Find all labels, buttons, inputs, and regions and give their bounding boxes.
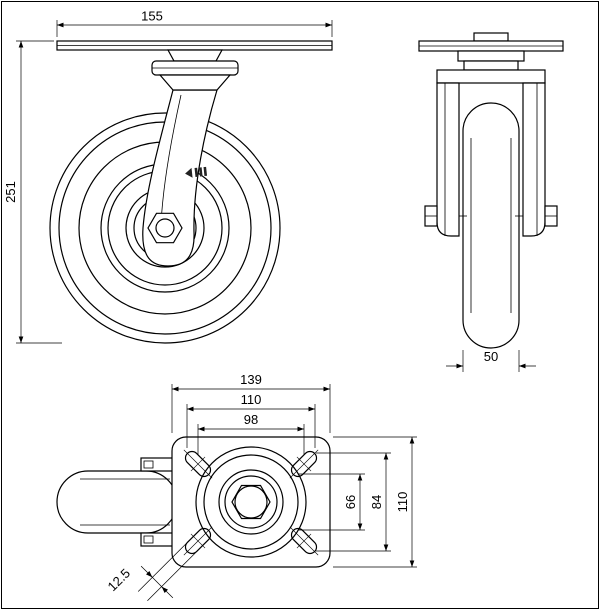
plan-wheel bbox=[56, 470, 178, 534]
side-dimensions bbox=[446, 350, 536, 372]
plan-fork-bars bbox=[140, 457, 175, 547]
side-swivel-bearing bbox=[436, 50, 546, 84]
plan-dimensions bbox=[137, 384, 417, 601]
dim-label-hole-span-66: 66 bbox=[343, 495, 358, 509]
front-view bbox=[49, 40, 333, 344]
dim-label-slot-width-12-5: 12.5 bbox=[105, 566, 134, 595]
front-top-plate bbox=[56, 40, 333, 51]
front-dimensions bbox=[16, 20, 333, 344]
side-wheel bbox=[459, 102, 523, 349]
side-view bbox=[418, 32, 564, 349]
mounting-plate bbox=[171, 436, 331, 568]
dim-label-wheel-width-50: 50 bbox=[484, 349, 498, 364]
dim-label-plate-width-110: 110 bbox=[395, 492, 410, 513]
dim-label-plate-length-139: 139 bbox=[240, 372, 262, 387]
plan-view bbox=[56, 436, 331, 568]
side-axle-nuts bbox=[424, 205, 558, 227]
front-swivel-bearing bbox=[151, 49, 239, 91]
front-axle-nut bbox=[147, 212, 183, 244]
bolt-slots bbox=[183, 449, 319, 556]
dim-label-hole-span-98: 98 bbox=[244, 412, 258, 427]
dim-label-hole-span-84: 84 bbox=[369, 495, 384, 509]
dim-label-plate-width-155: 155 bbox=[141, 9, 163, 24]
brand-logo-icon bbox=[185, 166, 208, 178]
plan-raceway-circles bbox=[195, 446, 307, 558]
dim-label-hole-span-110: 110 bbox=[241, 392, 262, 407]
side-fork-legs bbox=[436, 82, 546, 237]
side-top-plate bbox=[418, 40, 564, 52]
dim-label-overall-height-251: 251 bbox=[3, 181, 18, 203]
side-kingpin-cap bbox=[473, 32, 509, 42]
